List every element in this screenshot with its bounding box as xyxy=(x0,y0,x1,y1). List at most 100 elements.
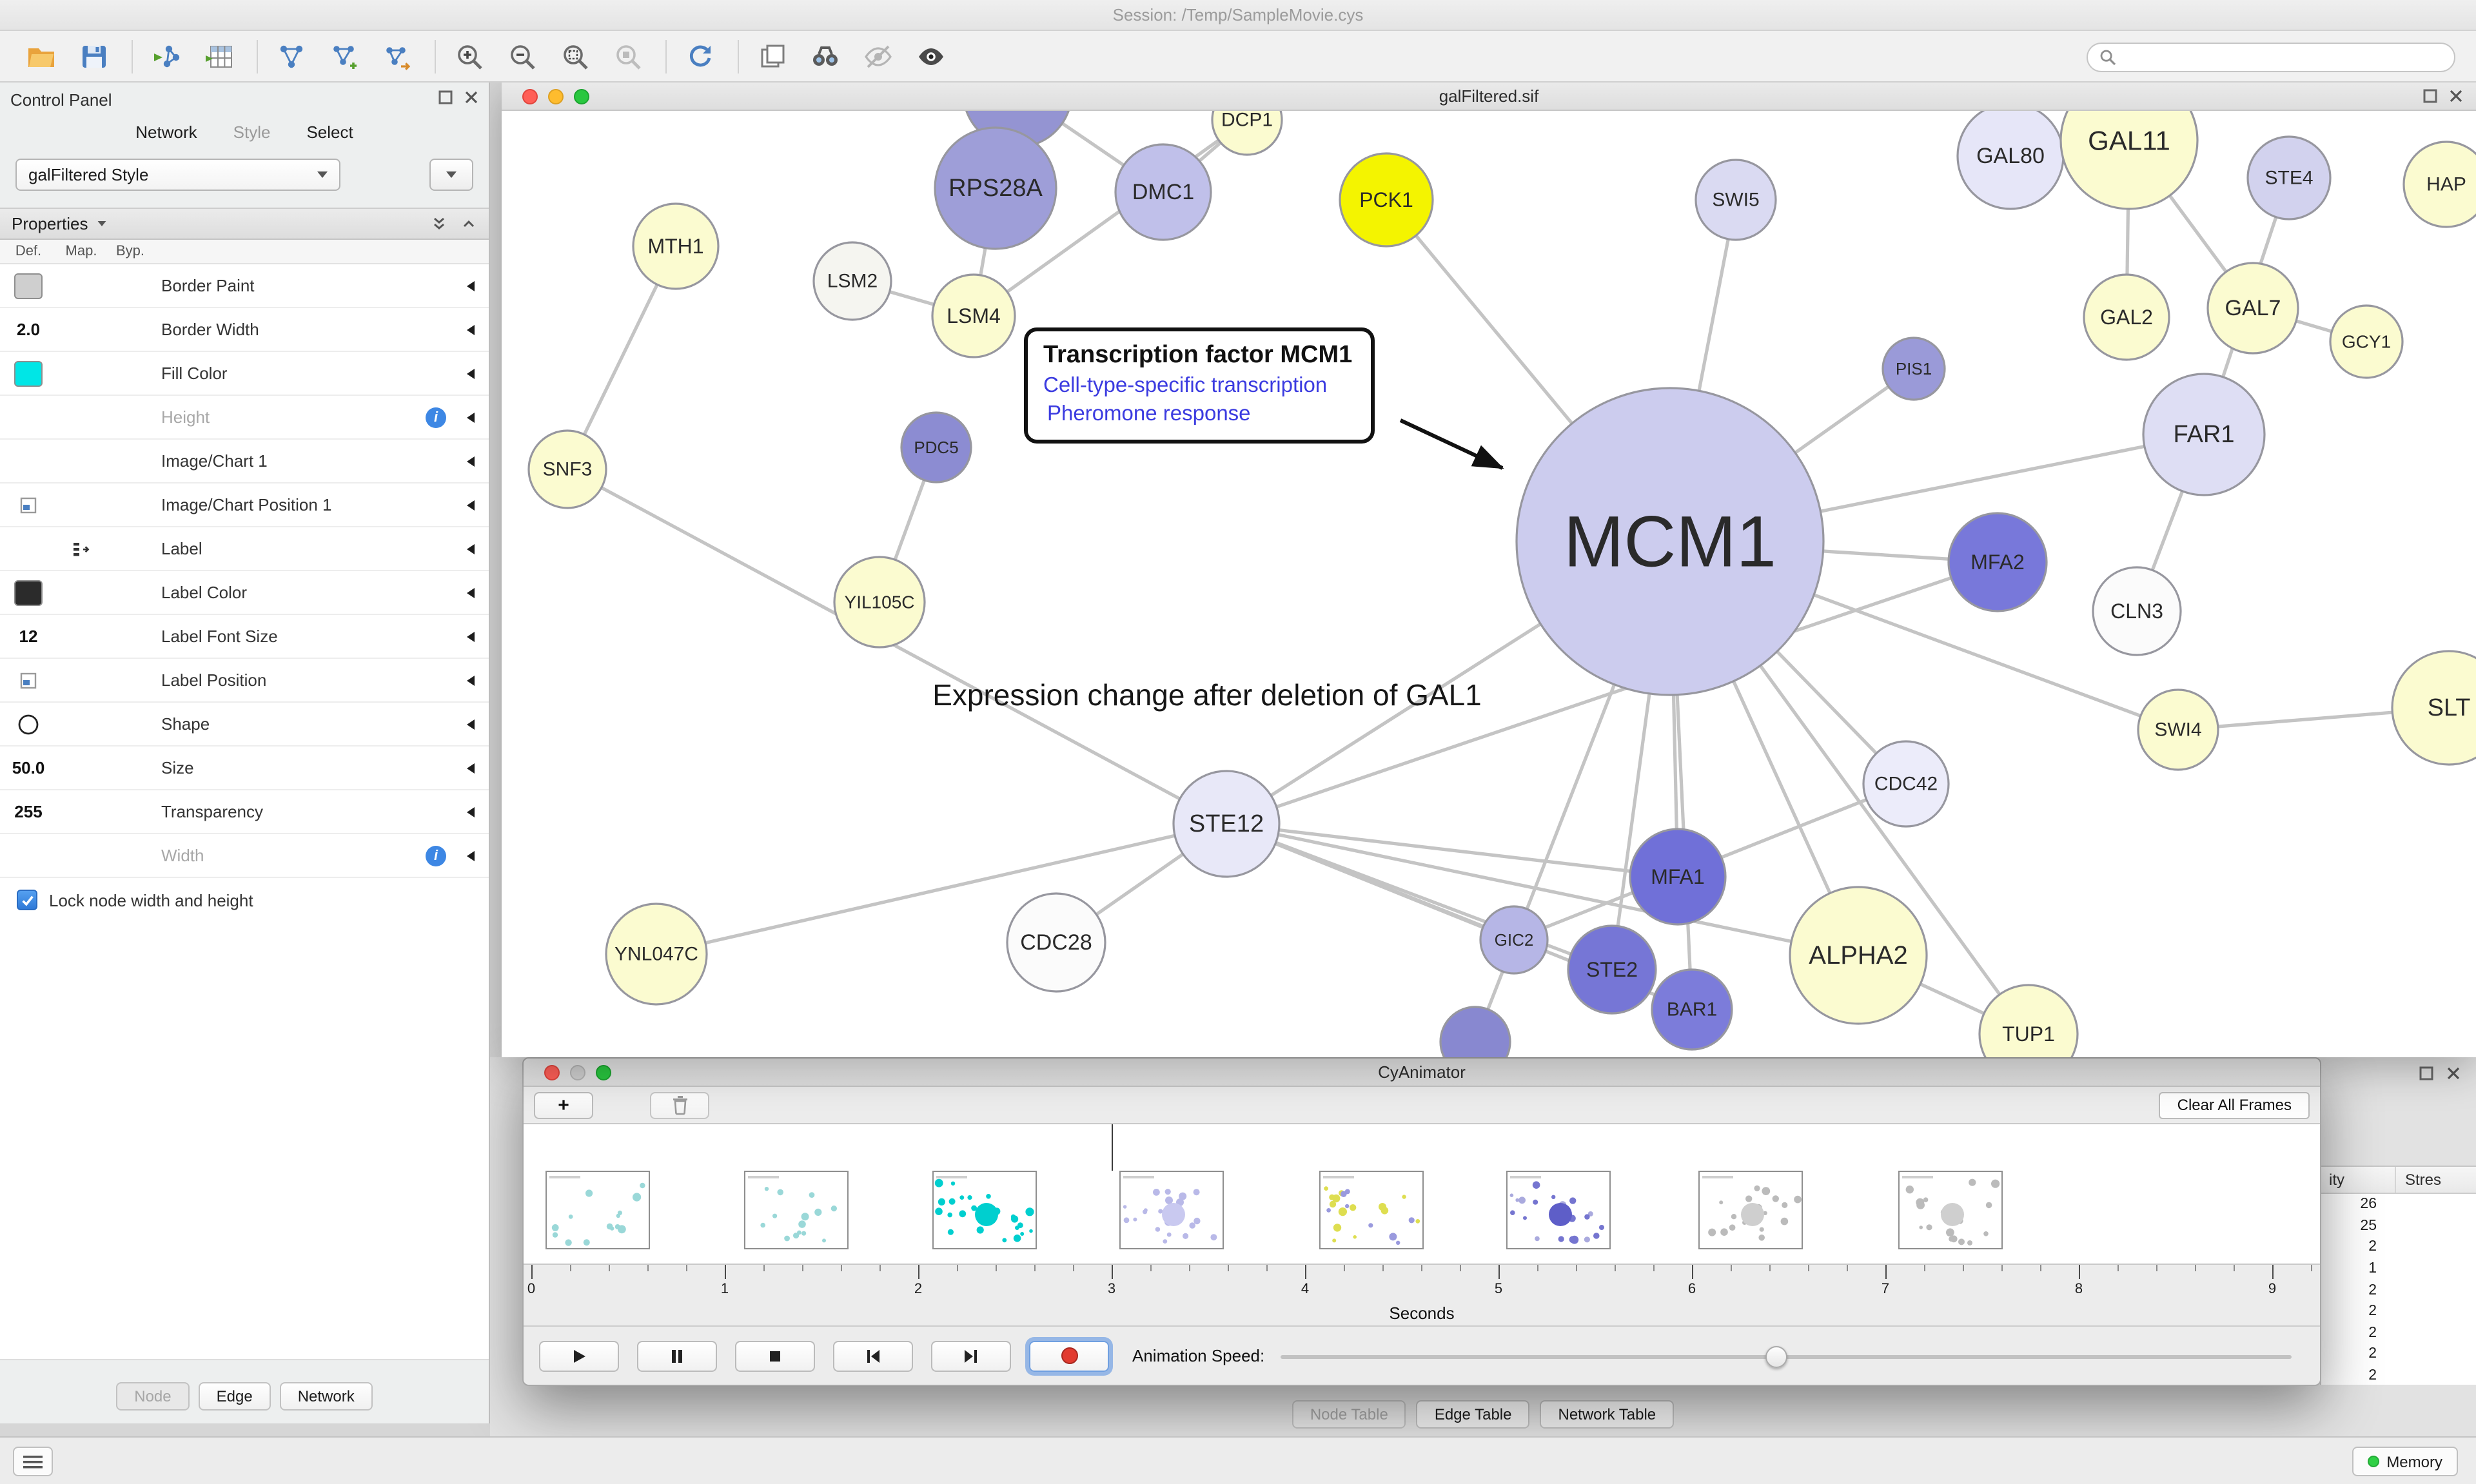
network-node-ste12[interactable]: STE12 xyxy=(1172,770,1281,878)
expand-arrow-icon[interactable] xyxy=(467,543,475,554)
network-node-cdc28[interactable]: CDC28 xyxy=(1006,892,1106,993)
expand-arrow-icon[interactable] xyxy=(467,850,475,861)
frame-thumbnail-1[interactable] xyxy=(545,1171,650,1249)
network-node-far1[interactable]: FAR1 xyxy=(2142,373,2266,496)
tab-network[interactable]: Network xyxy=(279,1382,373,1411)
network-tool-button-3[interactable] xyxy=(377,35,418,77)
delete-frame-button[interactable] xyxy=(650,1091,709,1118)
minimize-window-button[interactable] xyxy=(570,1064,585,1080)
network-node-pis1[interactable]: PIS1 xyxy=(1882,337,1946,401)
property-row-image-chart-1[interactable]: Image/Chart 1 xyxy=(0,440,489,483)
frame-thumbnail-2[interactable] xyxy=(744,1171,849,1249)
import-network-button[interactable] xyxy=(146,35,187,77)
network-node-cln3[interactable]: CLN3 xyxy=(2092,566,2182,656)
skip-to-start-button[interactable] xyxy=(833,1340,913,1371)
search-input[interactable] xyxy=(2124,48,2442,66)
network-node-lsm4[interactable]: LSM4 xyxy=(931,273,1016,358)
network-node-tup1[interactable]: TUP1 xyxy=(1978,984,2079,1057)
property-row-shape[interactable]: Shape xyxy=(0,703,489,747)
network-node-rps28a[interactable]: RPS28A xyxy=(934,126,1057,250)
network-node-cdc42[interactable]: CDC42 xyxy=(1862,740,1950,828)
network-node-alpha2[interactable]: ALPHA2 xyxy=(1789,886,1928,1025)
refresh-view-button[interactable] xyxy=(680,35,721,77)
float-panel-button[interactable] xyxy=(438,90,453,104)
frame-thumbnail-5[interactable] xyxy=(1319,1171,1424,1249)
stop-button[interactable] xyxy=(735,1340,815,1371)
network-node-gal7[interactable]: GAL7 xyxy=(2206,262,2299,355)
network-node-ste2[interactable]: STE2 xyxy=(1567,924,1657,1015)
tab-node[interactable]: Node xyxy=(116,1382,190,1411)
network-node-pdc5[interactable]: PDC5 xyxy=(900,411,972,483)
zoom-selected-button[interactable] xyxy=(607,35,649,77)
frame-thumbnail-4[interactable] xyxy=(1119,1171,1224,1249)
table-column-header[interactable]: ity xyxy=(2321,1167,2396,1193)
network-node-swi5[interactable]: SWI5 xyxy=(1695,159,1777,241)
tab-select[interactable]: Select xyxy=(291,119,368,146)
network-node-pck1[interactable]: PCK1 xyxy=(1339,152,1434,248)
playhead[interactable] xyxy=(1112,1124,1113,1171)
property-row-border-paint[interactable]: Border Paint xyxy=(0,264,489,308)
expand-arrow-icon[interactable] xyxy=(467,412,475,422)
search-field[interactable] xyxy=(2087,43,2455,72)
find-button[interactable] xyxy=(805,35,846,77)
tab-style[interactable]: Style xyxy=(218,119,286,146)
table-row[interactable]: 2 xyxy=(2321,1365,2476,1385)
zoom-window-button[interactable] xyxy=(596,1064,611,1080)
property-row-label[interactable]: Label xyxy=(0,527,489,571)
pause-button[interactable] xyxy=(637,1340,717,1371)
expand-arrow-icon[interactable] xyxy=(467,324,475,335)
memory-button[interactable]: Memory xyxy=(2352,1447,2458,1476)
network-node-gcy1[interactable]: GCY1 xyxy=(2329,304,2404,379)
expand-arrow-icon[interactable] xyxy=(467,806,475,817)
expand-arrow-icon[interactable] xyxy=(467,719,475,729)
network-node-mcm1[interactable]: MCM1 xyxy=(1515,387,1825,696)
table-column-header[interactable]: Stres xyxy=(2405,1171,2442,1189)
float-panel-button[interactable] xyxy=(2419,1066,2433,1080)
table-row[interactable]: 25 xyxy=(2321,1215,2476,1236)
expand-arrow-icon[interactable] xyxy=(467,587,475,598)
tab-edge[interactable]: Edge xyxy=(198,1382,271,1411)
network-node-ste4[interactable]: STE4 xyxy=(2246,135,2332,220)
table-row[interactable]: 2 xyxy=(2321,1301,2476,1322)
frame-thumbnail-7[interactable] xyxy=(1698,1171,1803,1249)
save-session-button[interactable] xyxy=(74,35,115,77)
snapshot-button[interactable] xyxy=(752,35,793,77)
frame-thumbnail-3[interactable] xyxy=(932,1171,1037,1249)
expand-arrow-icon[interactable] xyxy=(467,631,475,641)
style-options-button[interactable] xyxy=(429,159,473,191)
animation-speed-slider[interactable] xyxy=(1280,1340,2292,1371)
network-node-lsm2[interactable]: LSM2 xyxy=(812,241,892,321)
table-row[interactable]: 2 xyxy=(2321,1343,2476,1365)
network-node-hap[interactable]: HAP xyxy=(2402,141,2476,228)
tab-edge-table[interactable]: Edge Table xyxy=(1416,1400,1530,1429)
properties-section-header[interactable]: Properties xyxy=(0,208,489,240)
network-tool-button-1[interactable] xyxy=(271,35,312,77)
network-node-mfa2[interactable]: MFA2 xyxy=(1947,512,2048,612)
table-row[interactable]: 2 xyxy=(2321,1236,2476,1258)
open-session-button[interactable] xyxy=(21,35,62,77)
show-details-button[interactable] xyxy=(910,35,952,77)
property-row-image-chart-position-1[interactable]: Image/Chart Position 1 xyxy=(0,483,489,527)
table-row[interactable]: 1 xyxy=(2321,1258,2476,1280)
network-node-mfa1[interactable]: MFA1 xyxy=(1629,828,1727,926)
network-node-gal2[interactable]: GAL2 xyxy=(2083,273,2170,361)
network-node-dcp1[interactable]: DCP1 xyxy=(1211,111,1283,156)
annotation-box[interactable]: Transcription factor MCM1 Cell-type-spec… xyxy=(1024,327,1375,444)
expand-arrow-icon[interactable] xyxy=(467,675,475,685)
network-node-yil105c[interactable]: YIL105C xyxy=(833,556,926,649)
table-row[interactable]: 26 xyxy=(2321,1194,2476,1215)
close-panel-button[interactable] xyxy=(2446,1066,2461,1080)
close-window-button[interactable] xyxy=(544,1064,560,1080)
tab-network-table[interactable]: Network Table xyxy=(1540,1400,1675,1429)
close-panel-button[interactable] xyxy=(464,90,478,104)
expand-arrow-icon[interactable] xyxy=(467,500,475,510)
expand-arrow-icon[interactable] xyxy=(467,368,475,378)
color-swatch[interactable] xyxy=(14,360,43,386)
slider-thumb[interactable] xyxy=(1765,1345,1787,1367)
table-row[interactable]: 2 xyxy=(2321,1322,2476,1343)
frame-thumbnail-8[interactable] xyxy=(1898,1171,2003,1249)
